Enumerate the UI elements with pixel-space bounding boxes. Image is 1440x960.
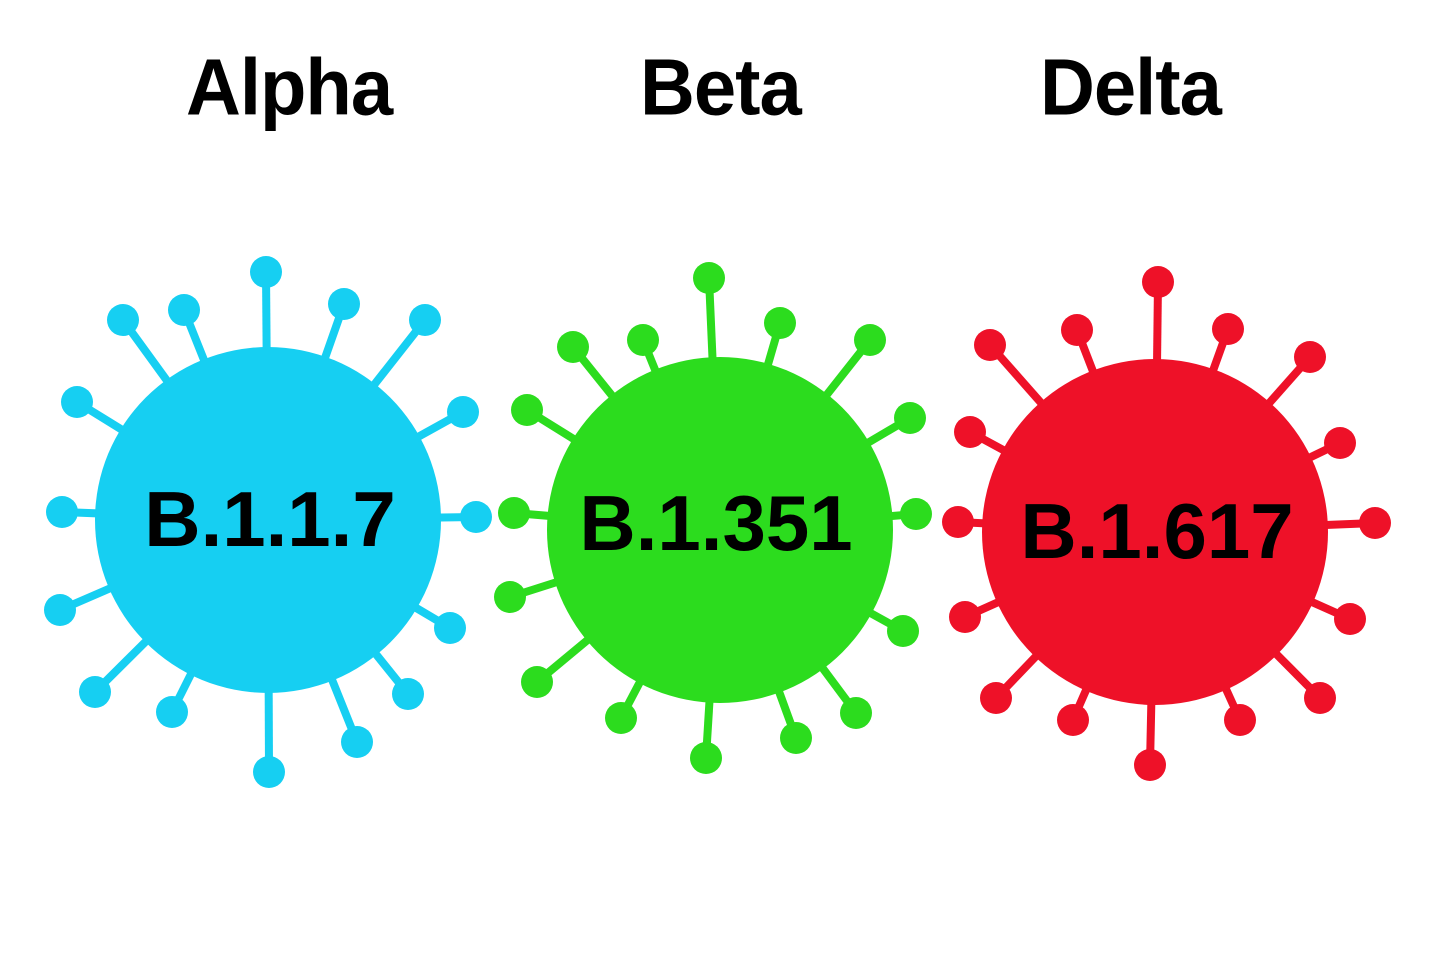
spike-knob: [494, 581, 526, 613]
virus-icon-delta: [942, 266, 1391, 781]
spike-knob: [409, 304, 441, 336]
spike-knob: [521, 666, 553, 698]
spike-knob: [447, 396, 479, 428]
spike-knob: [1142, 266, 1174, 298]
title-beta: Beta: [640, 42, 802, 133]
spike-knob: [1224, 704, 1256, 736]
spike-knob: [460, 501, 492, 533]
spike-knob: [1061, 314, 1093, 346]
lineage-label-beta: B.1.351: [579, 479, 852, 567]
spike-knob: [949, 601, 981, 633]
virus-body: [547, 357, 893, 703]
spike-knob: [44, 594, 76, 626]
spike-knob: [61, 386, 93, 418]
virus-body: [982, 359, 1328, 705]
spike-knob: [107, 304, 139, 336]
spike-knob: [1324, 427, 1356, 459]
spike-knob: [46, 496, 78, 528]
spike-knob: [942, 506, 974, 538]
title-alpha: Alpha: [186, 42, 393, 133]
spike-knob: [690, 742, 722, 774]
spike-knob: [693, 262, 725, 294]
spike-knob: [605, 702, 637, 734]
spike-knob: [1212, 313, 1244, 345]
spike-knob: [887, 615, 919, 647]
spike-knob: [954, 416, 986, 448]
spike-knob: [1134, 749, 1166, 781]
spike-knob: [1057, 704, 1089, 736]
virus-body: [95, 347, 441, 693]
spike-knob: [854, 324, 886, 356]
lineage-label-alpha: B.1.1.7: [144, 475, 395, 563]
spike-knob: [627, 324, 659, 356]
spike-knob: [156, 696, 188, 728]
spike-knob: [250, 256, 282, 288]
spike-knob: [900, 498, 932, 530]
spike-knob: [168, 294, 200, 326]
spike-knob: [1304, 682, 1336, 714]
spike-knob: [434, 612, 466, 644]
spike-knob: [341, 726, 373, 758]
spike-knob: [974, 329, 1006, 361]
spike-knob: [498, 497, 530, 529]
spike-knob: [511, 394, 543, 426]
spike-knob: [1359, 507, 1391, 539]
spike-knob: [79, 676, 111, 708]
lineage-label-delta: B.1.617: [1020, 487, 1293, 575]
virus-icon-beta: [494, 262, 932, 774]
spike-knob: [253, 756, 285, 788]
spike-knob: [1294, 341, 1326, 373]
spike-knob: [392, 678, 424, 710]
virus-icon-alpha: [44, 256, 492, 788]
spike-knob: [780, 722, 812, 754]
spike-knob: [1334, 603, 1366, 635]
spike-knob: [894, 402, 926, 434]
title-delta: Delta: [1040, 42, 1222, 133]
spike-knob: [840, 697, 872, 729]
spike-knob: [557, 331, 589, 363]
spike-knob: [764, 307, 796, 339]
spike-knob: [328, 288, 360, 320]
spike-knob: [980, 682, 1012, 714]
